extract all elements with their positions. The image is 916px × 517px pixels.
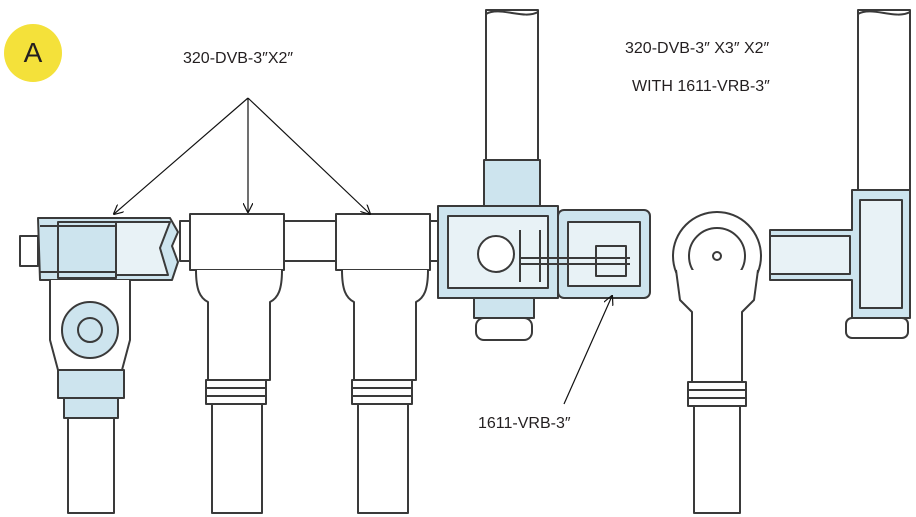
leader-arrows bbox=[114, 97, 612, 405]
tee-fitting-2 bbox=[335, 213, 431, 514]
section-badge: A bbox=[4, 24, 62, 82]
arrow-to-vrb bbox=[563, 296, 612, 405]
left-end-valve-body bbox=[19, 217, 179, 514]
arrow-to-tee-2 bbox=[247, 97, 370, 214]
label-320-dvb-3x2: 320-DVB-3″X2″ bbox=[183, 50, 294, 67]
side-view-valve-assembly bbox=[672, 9, 911, 514]
arrow-to-left-valve bbox=[114, 97, 249, 214]
label-1611-vrb-3: 1611-VRB-3″ bbox=[478, 415, 571, 432]
label-with-1611-vrb: WITH 1611-VRB-3″ bbox=[632, 78, 770, 95]
right-end-valve-with-vrb bbox=[437, 9, 651, 341]
label-320-dvb-3x3x2: 320-DVB-3″ X3″ X2″ bbox=[625, 40, 770, 57]
tee-fitting-1 bbox=[189, 213, 285, 514]
